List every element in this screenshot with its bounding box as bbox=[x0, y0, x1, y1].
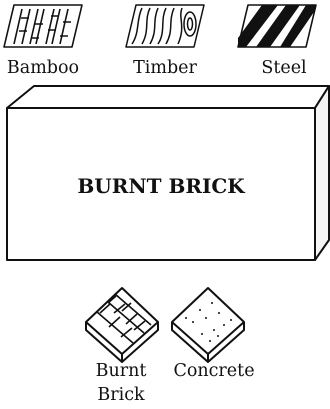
steel-label: Steel bbox=[261, 58, 307, 78]
concrete-tile-icon bbox=[172, 288, 244, 362]
timber-label: Timber bbox=[133, 58, 197, 78]
timber-swatch-icon bbox=[126, 5, 204, 47]
burnt-brick-block bbox=[7, 86, 329, 260]
burnt-brick-tile-label-line1: Burnt bbox=[96, 361, 147, 381]
burnt-brick-tile-icon bbox=[86, 288, 158, 362]
bamboo-swatch-icon bbox=[4, 5, 82, 47]
block-label: BURNT BRICK bbox=[77, 174, 245, 198]
bamboo-label: Bamboo bbox=[7, 58, 79, 78]
steel-swatch-icon bbox=[238, 5, 316, 47]
concrete-tile-label: Concrete bbox=[173, 361, 254, 381]
burnt-brick-tile-label-line2: Brick bbox=[97, 385, 145, 405]
